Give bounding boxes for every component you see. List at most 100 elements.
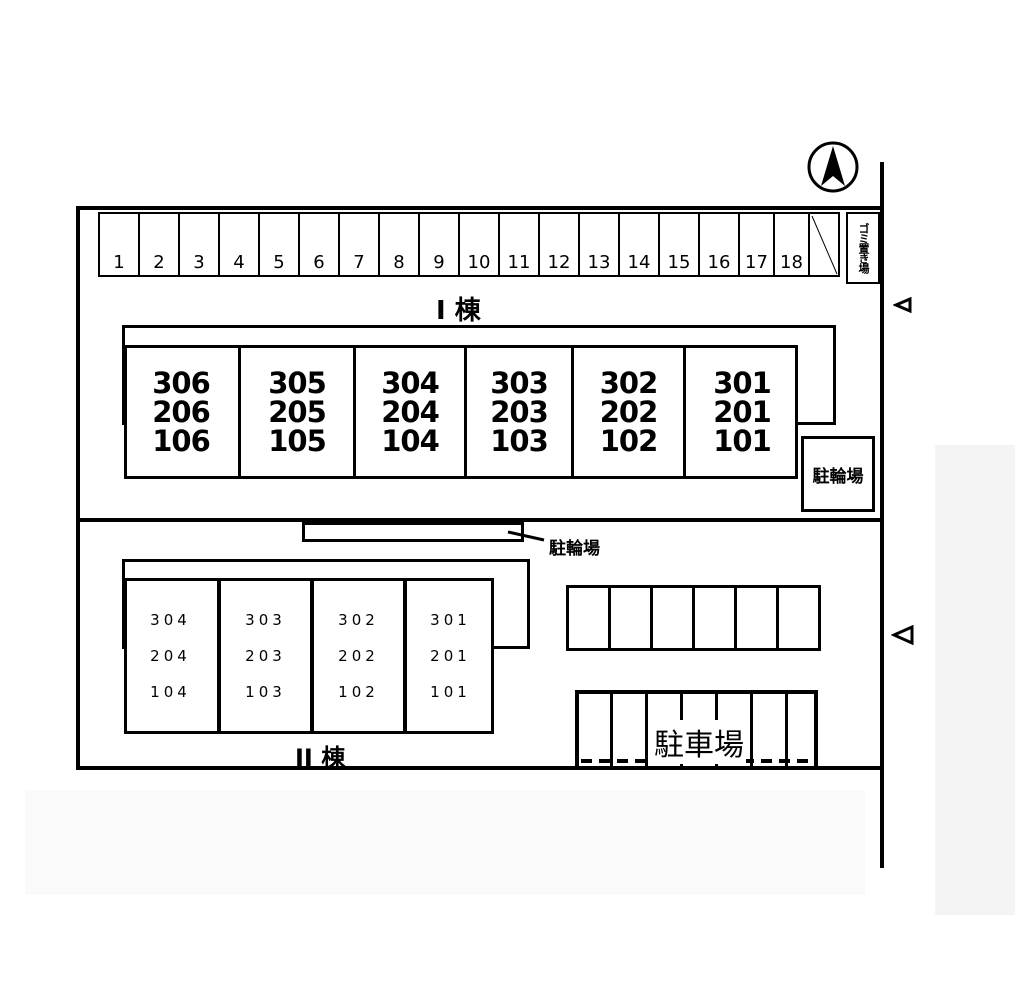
unit-number: 105: [268, 423, 327, 458]
parking-slot-8[interactable]: 8: [378, 212, 420, 277]
parking-slot-number: 5: [273, 252, 285, 273]
parking-slot-number: 4: [233, 252, 245, 273]
parking-slot-middle[interactable]: [734, 585, 779, 651]
entrance-marker-top: [892, 296, 913, 314]
parking-slot-13[interactable]: 13: [578, 212, 620, 277]
building-2-label: II 棟: [295, 744, 346, 772]
parking-dash: [635, 759, 646, 763]
unit-number: 301: [430, 611, 471, 629]
parking-slot-number: 8: [393, 252, 405, 273]
parking-slot-2[interactable]: 2: [138, 212, 180, 277]
parking-slot-6[interactable]: 6: [298, 212, 340, 277]
parking-slot-9[interactable]: 9: [418, 212, 460, 277]
unit-number: 203: [245, 647, 286, 665]
parking-slot-7[interactable]: 7: [338, 212, 380, 277]
unit-number: 102: [599, 423, 659, 458]
parking-slot-number: 16: [707, 252, 731, 273]
parking-slot-12[interactable]: 12: [538, 212, 580, 277]
parking-slot-18[interactable]: 18: [773, 212, 810, 277]
parking-dash: [599, 759, 610, 763]
north-arrow-icon: [807, 141, 859, 193]
parking-slot-15[interactable]: 15: [658, 212, 700, 277]
garbage-station-label: ゴミ置き場: [857, 223, 870, 273]
unit-number: 303: [490, 365, 549, 400]
parking-slot-11[interactable]: 11: [498, 212, 540, 277]
parking-slot-number: 11: [507, 252, 531, 273]
unit-number: 201: [713, 394, 772, 429]
unit-number: 206: [152, 394, 211, 429]
parking-slot-hatched: [808, 212, 840, 277]
unit-number: 302: [599, 365, 659, 400]
unit-number: 302: [338, 611, 379, 629]
parking-slot-number: 14: [627, 252, 651, 273]
building-2-body: [124, 578, 494, 734]
parking-divider: [750, 690, 753, 766]
bicycle-parking-right[interactable]: 駐輪場: [801, 436, 875, 512]
garbage-station[interactable]: ゴミ置き場: [846, 212, 880, 284]
parking-slot-number: 2: [153, 252, 165, 273]
triangle-left-icon: [892, 296, 912, 314]
unit-number: 102: [338, 683, 379, 701]
parking-slot-number: 9: [433, 252, 445, 273]
unit-number: 205: [268, 394, 327, 429]
parking-slot-number: 13: [587, 252, 611, 273]
unit-number: 104: [150, 683, 191, 701]
unit-number: 305: [268, 365, 327, 400]
parking-slot-number: 3: [193, 252, 205, 273]
building-2-unit-column: 301 201 101: [403, 578, 494, 734]
parking-slot-17[interactable]: 17: [738, 212, 775, 277]
parking-slot-number: 6: [313, 252, 325, 273]
parking-slot-middle[interactable]: [650, 585, 695, 651]
parking-slot-5[interactable]: 5: [258, 212, 300, 277]
unit-number: 304: [150, 611, 191, 629]
unit-number: 204: [381, 394, 440, 429]
parking-divider: [785, 690, 788, 766]
road-line: [880, 162, 884, 868]
parking-dash: [779, 759, 790, 763]
parking-slot-number: 12: [547, 252, 571, 273]
unit-number: 101: [430, 683, 471, 701]
unit-number: 203: [490, 394, 549, 429]
bicycle-parking-middle[interactable]: [302, 522, 524, 542]
north-arrow: [806, 140, 860, 194]
parking-slot-1[interactable]: 1: [98, 212, 140, 277]
background-patch: [25, 790, 865, 895]
parking-slot-16[interactable]: 16: [698, 212, 740, 277]
unit-number: 202: [599, 394, 659, 429]
parking-slot-middle[interactable]: [566, 585, 611, 651]
parking-slot-number: 7: [353, 252, 365, 273]
parking-slot-14[interactable]: 14: [618, 212, 660, 277]
unit-number: 106: [152, 423, 211, 458]
parking-dash: [743, 759, 754, 763]
parking-dash: [617, 759, 628, 763]
bicycle-parking-pointer: [506, 528, 546, 542]
unit-number: 202: [338, 647, 379, 665]
parking-slot-middle[interactable]: [776, 585, 821, 651]
parking-slot-3[interactable]: 3: [178, 212, 220, 277]
site-boundary-lower-left: [76, 520, 80, 770]
unit-number: 103: [245, 683, 286, 701]
building-2-unit-column: 302 202 102: [310, 578, 403, 734]
parking-dash: [797, 759, 808, 763]
parking-dash: [761, 759, 772, 763]
parking-slot-10[interactable]: 10: [458, 212, 500, 277]
parking-slot-4[interactable]: 4: [218, 212, 260, 277]
unit-number: 103: [490, 423, 549, 458]
parking-slot-number: 17: [745, 252, 768, 273]
parking-slot-middle[interactable]: [692, 585, 737, 651]
unit-number: 201: [430, 647, 471, 665]
unit-number: 301: [713, 365, 772, 400]
building-1-label: I 棟: [436, 296, 481, 326]
parking-row-bottom-outline: [575, 690, 818, 766]
unit-number: 303: [245, 611, 286, 629]
building-2-unit-column: 303 203 103: [217, 578, 310, 734]
parking-label: 駐車場: [652, 720, 746, 764]
unit-number: 306: [152, 365, 211, 400]
parking-slot-middle[interactable]: [608, 585, 653, 651]
